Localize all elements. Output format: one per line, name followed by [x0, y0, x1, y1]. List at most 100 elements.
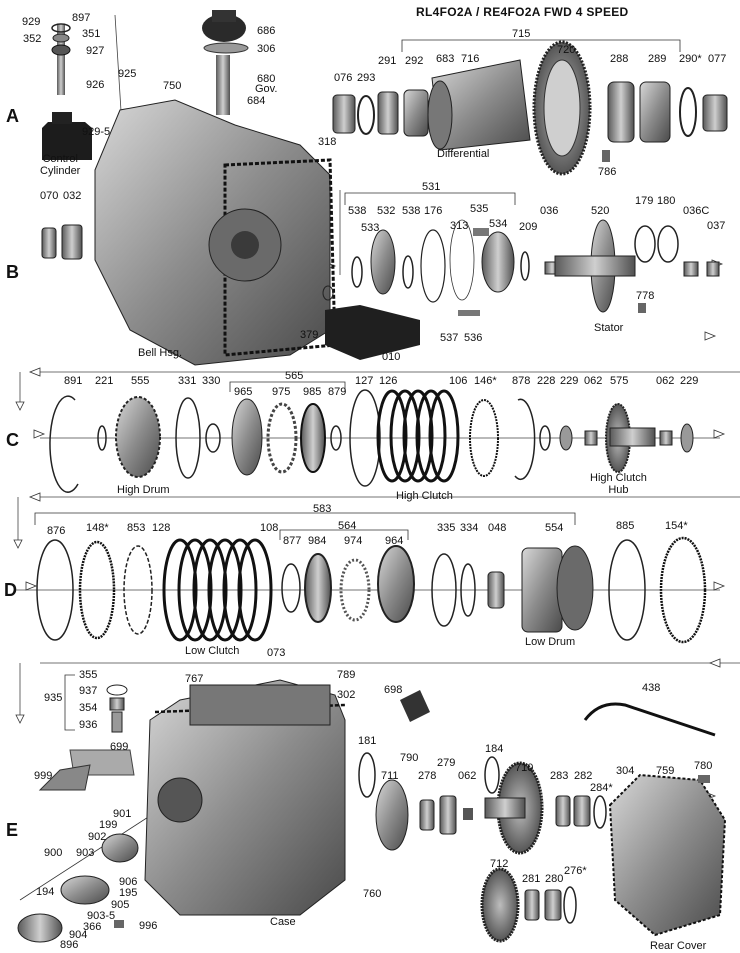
part-number: 229 — [680, 375, 699, 387]
part-number: 146* — [474, 375, 497, 387]
part-number: 331 — [178, 375, 197, 387]
part-number: 964 — [385, 535, 404, 547]
diagram-title: RL4FO2A / RE4FO2A FWD 4 SPEED — [416, 5, 629, 19]
caption-stator: Stator — [594, 322, 624, 334]
part-number: 037 — [707, 220, 726, 232]
part-number: 904 — [69, 929, 88, 941]
part-number: 334 — [460, 522, 479, 534]
part-number: 853 — [127, 522, 146, 534]
part-number: 684 — [247, 95, 266, 107]
caption-differential: Differential — [437, 148, 490, 160]
part-number: 686 — [257, 25, 276, 37]
part-number: 209 — [519, 221, 538, 233]
part-number: 181 — [358, 735, 377, 747]
part-number: 032 — [63, 190, 82, 202]
part-number: 126 — [379, 375, 398, 387]
part-number: 885 — [616, 520, 635, 532]
part-number: 184 — [485, 743, 504, 755]
part-number: 289 — [648, 53, 667, 65]
part-number: 282 — [574, 770, 593, 782]
part-number: 789 — [337, 669, 356, 681]
part-number: 179 — [635, 195, 654, 207]
part-number: 897 — [72, 12, 91, 24]
caption-bell-housing: Bell Hsg. — [138, 347, 183, 359]
part-number: 896 — [60, 939, 79, 951]
part-number: 937 — [79, 685, 98, 697]
part-number: 760 — [363, 888, 382, 900]
part-number: 720 — [557, 44, 576, 56]
part-number: 900 — [44, 847, 63, 859]
part-number: 903 — [76, 847, 95, 859]
part-number: 715 — [512, 28, 531, 40]
part-number: 716 — [461, 53, 480, 65]
part-number: 905 — [111, 899, 130, 911]
part-number: 767 — [185, 673, 204, 685]
part-number: 330 — [202, 375, 221, 387]
caption-low-clutch: Low Clutch — [185, 645, 240, 657]
part-number: 281 — [522, 873, 541, 885]
part-number: 680 — [257, 73, 276, 85]
part-number: 965 — [234, 386, 253, 398]
part-number: 148* — [86, 522, 109, 534]
part-number: 538 — [402, 205, 421, 217]
row-label-c: C — [6, 430, 19, 450]
part-number: 108 — [260, 522, 279, 534]
part-number: 535 — [470, 203, 489, 215]
part-number: 291 — [378, 55, 397, 67]
part-number: 351 — [82, 28, 101, 40]
part-number: 879 — [328, 386, 347, 398]
part-number: 935 — [44, 692, 63, 704]
part-number: 306 — [257, 43, 276, 55]
part-number: 564 — [338, 520, 357, 532]
part-number: 790 — [400, 752, 419, 764]
part-number: 154* — [665, 520, 688, 532]
part-number: 699 — [110, 741, 129, 753]
part-number: 062 — [584, 375, 603, 387]
part-number: 780 — [694, 760, 713, 772]
row-c-parts — [49, 389, 694, 493]
part-number: 302 — [337, 689, 356, 701]
caption-gov: Gov. — [255, 83, 278, 95]
part-number: 575 — [610, 375, 629, 387]
part-number: 759 — [656, 765, 675, 777]
part-number: 073 — [267, 647, 286, 659]
part-number: 925 — [118, 68, 137, 80]
part-number: 877 — [283, 535, 302, 547]
part-number: 283 — [550, 770, 569, 782]
part-number: 554 — [545, 522, 564, 534]
part-number: 901 — [113, 808, 132, 820]
part-number: 070 — [40, 190, 59, 202]
part-number: 313 — [450, 220, 469, 232]
part-number: 176 — [424, 205, 443, 217]
part-number: 974 — [344, 535, 363, 547]
row-label-e: E — [6, 820, 19, 840]
part-number: 036 — [540, 205, 559, 217]
caption-control-cylinder: Control Cylinder — [40, 153, 81, 177]
part-number: 062 — [458, 770, 477, 782]
part-number: 537 — [440, 332, 459, 344]
row-d-parts — [36, 536, 707, 644]
part-number: 876 — [47, 525, 66, 537]
part-number: 077 — [708, 53, 727, 65]
part-number: 180 — [657, 195, 676, 207]
part-number: 355 — [79, 669, 98, 681]
part-number: 565 — [285, 370, 304, 382]
part-number: 975 — [272, 386, 291, 398]
part-number: 284* — [590, 782, 613, 794]
part-number: 906 — [119, 876, 138, 888]
part-number: 778 — [636, 290, 655, 302]
part-number: 984 — [308, 535, 327, 547]
part-number: 985 — [303, 386, 322, 398]
part-number: 379 — [300, 329, 319, 341]
part-number: 221 — [95, 375, 114, 387]
part-number: 534 — [489, 218, 508, 230]
part-number: 304 — [616, 765, 635, 777]
row-a-parts — [42, 10, 728, 176]
part-number: 536 — [464, 332, 483, 344]
part-number: 903-5 — [87, 910, 116, 922]
part-number: 929-5 — [82, 126, 111, 138]
part-number: 062 — [656, 375, 675, 387]
part-number: 538 — [348, 205, 367, 217]
part-number: 354 — [79, 702, 98, 714]
